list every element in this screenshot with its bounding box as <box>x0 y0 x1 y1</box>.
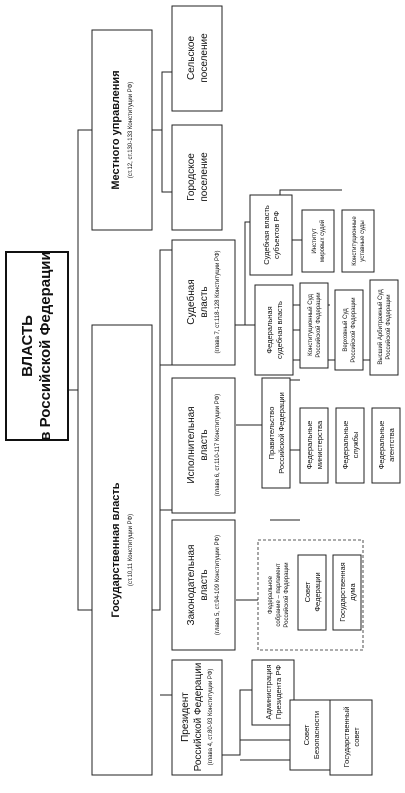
rural-settlement-line1: Сельское <box>186 36 197 81</box>
federal-ministries-line1: Федеральные <box>305 421 314 470</box>
federal-ministries-line2: министерства <box>315 420 324 469</box>
executive-ref: (глава 6, ст.110-117 Конституции РФ) <box>215 394 221 497</box>
magistrates-line2: мировых судей <box>319 220 326 262</box>
legislative-title-line2: власть <box>199 569 210 600</box>
state-power-box <box>91 324 153 776</box>
security-council-box <box>289 699 333 771</box>
presidential-administration-line2: Президента РФ <box>274 665 283 719</box>
president-title-line1: Президент <box>180 692 191 742</box>
root-box <box>5 251 69 441</box>
judicial-title-line1: Судебная <box>185 279 197 324</box>
rural-settlement-box <box>171 5 223 112</box>
legislative-title-line1: Законодательная <box>186 545 197 626</box>
federal-judicial-line1: Федеральная <box>265 306 274 353</box>
state-duma-box <box>332 554 362 631</box>
security-council-line2: Безопасности <box>312 711 321 759</box>
president-ref: (глава 4, ст.80-93 Конституции РФ) <box>208 669 214 766</box>
federal-assembly-line2: собрание – парламент <box>276 563 282 627</box>
legislative-ref: (глава 5, ст.94-109 Конституции РФ) <box>215 535 221 635</box>
executive-branch-box <box>171 377 236 514</box>
supreme-court-box <box>334 289 364 371</box>
presidential-administration-box <box>251 659 295 726</box>
state-council-line2: совет <box>352 727 361 747</box>
federal-agencies-line1: Федеральные <box>377 421 386 470</box>
legislative-branch-box <box>171 519 236 651</box>
federal-agencies-box <box>371 407 401 484</box>
state-duma-line1: Государственная <box>338 562 347 621</box>
state-council-box <box>329 699 373 776</box>
root-title: ВЛАСТЬ <box>19 315 36 377</box>
executive-title-line1: Исполнительная <box>186 406 197 483</box>
constitutional-court-line1: Конституционный Суд <box>307 294 314 356</box>
rural-settlement-line2: поселение <box>199 33 210 83</box>
regional-constitutional-courts-line1: Конституционные <box>352 216 358 266</box>
urban-settlement-line2: поселение <box>199 152 210 202</box>
president-title-line2: Российской Федерации <box>193 663 204 772</box>
federation-council-box <box>297 554 327 631</box>
state-duma-line2: дума <box>348 582 357 600</box>
federal-services-box <box>335 407 365 484</box>
magistrates-line1: Институт <box>312 228 318 254</box>
supreme-arbitration-court-box <box>369 279 399 376</box>
regional-constitutional-courts-line2: уставные суды <box>360 220 366 261</box>
local-gov-ref: (ст.12, ст.130-133 Конституции РФ) <box>128 82 134 179</box>
federation-council-line2: Федерации <box>313 572 322 611</box>
federal-agencies-line2: агентства <box>387 427 396 461</box>
government-line1: Правительство <box>267 407 276 460</box>
presidential-administration-line1: Администрация <box>264 664 273 719</box>
federal-services-line2: службы <box>351 432 360 459</box>
regional-judicial-line1: Судебная власть <box>262 205 271 265</box>
root-subtitle: в Российской Федерации <box>37 251 54 441</box>
supreme-court-line2: Российской Федерации <box>350 297 357 362</box>
supreme-court-line1: Верховный Суд <box>342 308 349 352</box>
regional-judicial-line2: субъектов РФ <box>272 211 281 259</box>
federal-judicial-box <box>254 284 294 376</box>
president-box <box>171 659 223 776</box>
federal-ministries-box <box>299 407 329 484</box>
judicial-ref: (глава 7, ст.118-128 Конституции РФ) <box>215 250 221 353</box>
federal-services-line1: Федеральные <box>341 421 350 470</box>
federal-assembly-line1: Федеральное <box>268 575 274 614</box>
federation-council-line1: Совет <box>303 581 312 602</box>
state-power-ref: (ст.10,11 Конституции РФ) <box>128 514 134 586</box>
security-council-line1: Совет <box>302 724 311 745</box>
local-gov-title: Местного управления <box>110 70 122 189</box>
regional-judicial-box <box>249 194 293 276</box>
constitutional-court-box <box>299 282 329 369</box>
urban-settlement-line1: Городское <box>186 153 197 201</box>
state-power-title: Государственная власть <box>110 482 122 617</box>
regional-constitutional-courts-box <box>341 209 375 273</box>
judicial-branch-box <box>171 239 236 366</box>
urban-settlement-box <box>171 124 223 231</box>
magistrates-box <box>301 209 335 273</box>
federal-judicial-line2: судебная власть <box>275 301 284 359</box>
constitutional-court-line2: Российской Федерации <box>315 292 322 357</box>
executive-title-line2: власть <box>199 429 210 460</box>
local-gov-box <box>91 29 153 231</box>
government-box <box>261 377 291 489</box>
supreme-arbitration-court-line2: Российской Федерации <box>385 294 392 359</box>
government-line2: Российской Федерации <box>277 392 286 474</box>
judicial-title-line2: власть <box>199 286 210 317</box>
state-council-line1: Государственный <box>342 707 351 768</box>
federal-assembly-line3: Российской Федерации <box>283 562 290 627</box>
supreme-arbitration-court-line1: Высший Арбитражный Суд <box>377 289 384 365</box>
